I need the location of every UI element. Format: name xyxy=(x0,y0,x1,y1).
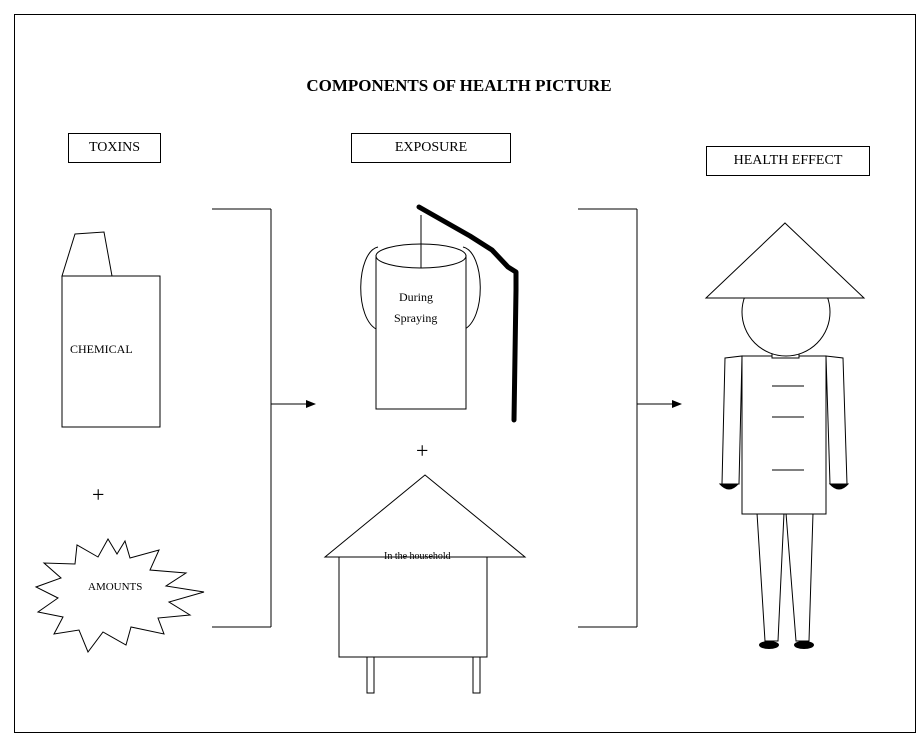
spraying-label-line1: During xyxy=(399,290,433,304)
person-figure-icon xyxy=(704,222,866,649)
amounts-label: AMOUNTS xyxy=(88,581,143,593)
toxins-bracket xyxy=(212,208,272,628)
health-effect-label: HEALTH EFFECT xyxy=(706,146,870,176)
household-label: In the household xyxy=(384,551,451,562)
exposure-label: EXPOSURE xyxy=(351,133,511,163)
toxins-label: TOXINS xyxy=(68,133,161,163)
amounts-starburst-icon xyxy=(34,538,205,654)
spraying-label-line2: Spraying xyxy=(394,311,438,325)
sprayer-tank-icon xyxy=(360,204,519,423)
exposure-bracket xyxy=(578,208,638,628)
household-house-icon xyxy=(323,474,527,694)
toxins-plus-sign: + xyxy=(92,482,105,507)
exposure-plus-sign: + xyxy=(416,438,429,463)
chemical-label: CHEMICAL xyxy=(70,342,133,356)
diagram-title: COMPONENTS OF HEALTH PICTURE xyxy=(306,76,612,95)
chemical-bottle-icon xyxy=(61,231,161,428)
